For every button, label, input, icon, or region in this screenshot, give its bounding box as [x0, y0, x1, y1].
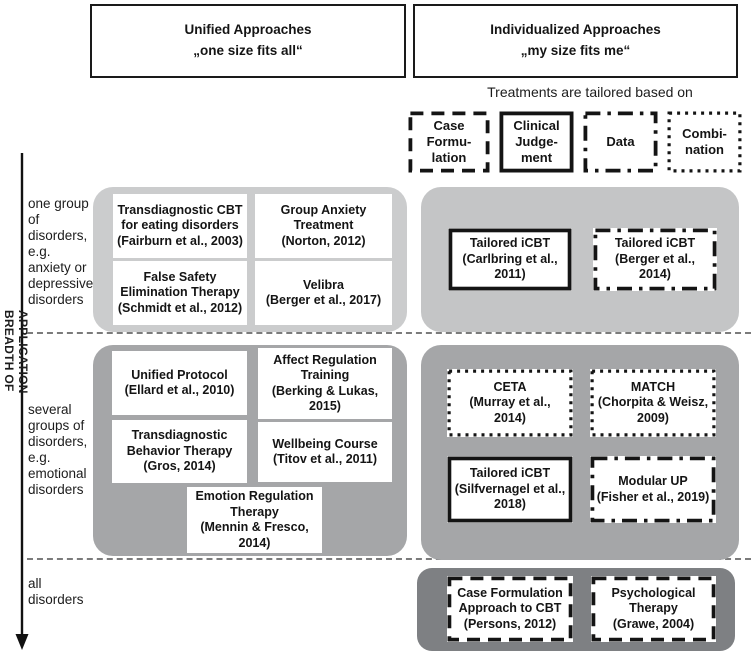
scope-label-all-disorders: all disorders	[28, 576, 84, 607]
header-unified-box: Unified Approaches „one size fits all“	[90, 4, 406, 78]
treatment-box-affect-regulation-training: Affect Regulation Training (Berking & Lu…	[258, 348, 392, 419]
treatment-box-group-anxiety-treatment: Group Anxiety Treatment (Norton, 2012)	[255, 194, 392, 258]
treatment-box-psychological-therapy: Psychological Therapy (Grawe, 2004)	[591, 576, 716, 642]
dashed-border	[591, 576, 716, 642]
treatment-box-emotion-regulation-therapy: Emotion Regulation Therapy (Mennin & Fre…	[187, 487, 322, 553]
treatment-box-transdiagnostic-cbt-eating: Transdiagnostic CBT for eating disorders…	[113, 194, 247, 258]
container-row1-individualized: Tailored iCBT (Carlbring et al., 2011) T…	[421, 187, 739, 332]
header-individualized-subtitle: „my size fits me“	[520, 43, 631, 58]
header-individualized-box: Individualized Approaches „my size fits …	[413, 4, 738, 78]
dotted-border	[447, 369, 573, 437]
legend-box-data: Data	[583, 111, 658, 173]
treatment-box-velibra: Velibra (Berger et al., 2017)	[255, 261, 392, 325]
dashdot-border	[593, 228, 717, 291]
treatment-box-modular-up: Modular UP (Fisher et al., 2019)	[590, 456, 716, 523]
treatment-box-false-safety-elimination: False Safety Elimination Therapy (Schmid…	[113, 261, 247, 325]
treatment-box-tailored-icbt-berger: Tailored iCBT (Berger et al., 2014)	[593, 228, 717, 291]
dotted-border	[590, 369, 716, 437]
dashed-border	[408, 111, 490, 173]
treatment-box-match: MATCH (Chorpita & Weisz, 2009)	[590, 369, 716, 437]
breadth-axis-label: BREADTH OF APPLICATION	[2, 310, 30, 394]
solid-border	[499, 111, 574, 173]
dashdot-border	[590, 456, 716, 523]
dashed-border	[447, 576, 573, 642]
treatment-box-transdiagnostic-behavior-therapy: Transdiagnostic Behavior Therapy (Gros, …	[112, 420, 247, 483]
legend-box-case-formulation: Case Formu- lation	[408, 111, 490, 173]
header-unified-subtitle: „one size fits all“	[193, 43, 303, 58]
treatment-box-unified-protocol: Unified Protocol (Ellard et al., 2010)	[112, 351, 247, 415]
scope-label-several-groups: several groups of disorders, e.g. emotio…	[28, 402, 88, 497]
row-divider-1	[27, 332, 751, 334]
legend-caption: Treatments are tailored based on	[487, 84, 693, 100]
legend-box-combination: Combi- nation	[667, 111, 742, 173]
treatment-box-wellbeing-course: Wellbeing Course (Titov et al., 2011)	[258, 422, 392, 482]
solid-border	[447, 456, 573, 523]
breadth-axis-arrow	[15, 153, 29, 650]
row-divider-2	[27, 558, 751, 560]
container-row1-unified: Transdiagnostic CBT for eating disorders…	[93, 187, 407, 332]
container-row2-unified: Unified Protocol (Ellard et al., 2010) A…	[93, 345, 407, 556]
legend-box-clinical-judgement: Clinical Judge- ment	[499, 111, 574, 173]
dashdot-border	[583, 111, 658, 173]
dotted-border	[667, 111, 742, 173]
container-row3-individualized: Case Formulation Approach to CBT (Person…	[417, 568, 735, 651]
treatment-box-case-formulation-cbt: Case Formulation Approach to CBT (Person…	[447, 576, 573, 642]
container-row2-individualized: CETA (Murray et al., 2014) MATCH (Chorpi…	[421, 345, 739, 560]
solid-border	[448, 228, 572, 291]
treatment-box-tailored-icbt-carlbring: Tailored iCBT (Carlbring et al., 2011)	[448, 228, 572, 291]
scope-label-one-group: one group of disorders, e.g. anxiety or …	[28, 196, 94, 307]
header-individualized-title: Individualized Approaches	[490, 22, 661, 38]
treatment-box-ceta: CETA (Murray et al., 2014)	[447, 369, 573, 437]
header-unified-title: Unified Approaches	[184, 22, 312, 38]
treatment-box-tailored-icbt-silfvernagel: Tailored iCBT (Silfvernagel et al., 2018…	[447, 456, 573, 523]
